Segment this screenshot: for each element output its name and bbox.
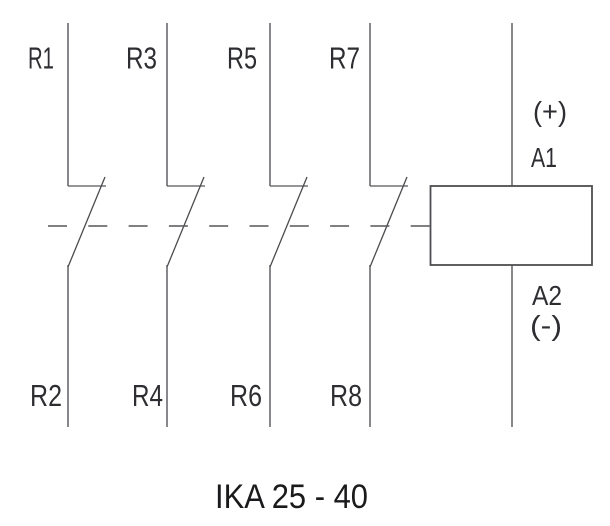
pole2-bottom-terminal-label: R4	[132, 378, 163, 413]
coil-terminal-a2-label: A2	[532, 280, 562, 311]
contact-pole-2: R3 R4	[126, 23, 205, 427]
pole2-top-terminal-label: R3	[126, 41, 157, 76]
pole4-contact-blade-line	[369, 176, 408, 268]
pole2-contact-blade-line	[166, 176, 205, 268]
coil-polarity-minus-label: (-)	[530, 310, 562, 341]
pole4-bottom-terminal-label: R8	[330, 378, 362, 413]
contact-pole-1: R1 R2	[28, 23, 106, 427]
pole1-contact-blade-line	[67, 176, 106, 268]
pole3-top-terminal-label: R5	[227, 41, 257, 76]
contact-pole-4: R7 R8	[329, 23, 408, 427]
pole1-bottom-terminal-label: R2	[30, 378, 62, 413]
pole3-bottom-terminal-label: R6	[230, 378, 262, 413]
coil-box	[429, 185, 593, 266]
coil-polarity-plus-label: (+)	[533, 96, 567, 127]
contact-pole-3: R5 R6	[227, 23, 308, 427]
pole4-top-terminal-label: R7	[329, 41, 360, 76]
pole1-top-terminal-label: R1	[28, 41, 54, 76]
coil: (+) A1 A2 (-)	[429, 23, 593, 427]
diagram-title: IKA 25 - 40	[215, 478, 368, 516]
coil-terminal-a1-label: A1	[531, 142, 557, 173]
pole3-contact-blade-line	[269, 176, 308, 268]
